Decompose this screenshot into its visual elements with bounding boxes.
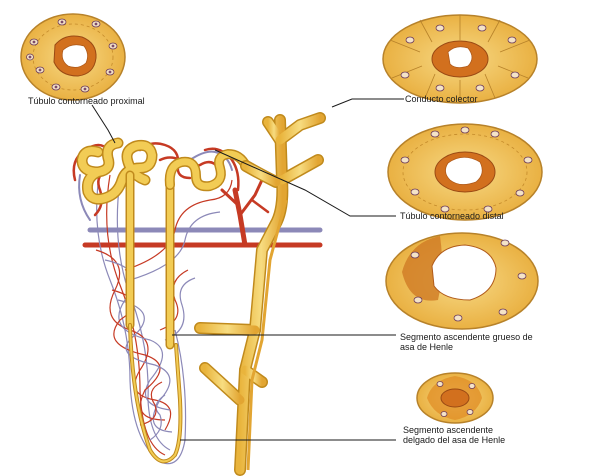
- cross-section-thin-ascending: [417, 373, 493, 423]
- cross-section-collector: [383, 15, 537, 103]
- label-thick-ascending-limb: Segmento ascendente grueso de asa de Hen…: [400, 332, 600, 352]
- cross-section-distal: [388, 124, 542, 220]
- cross-section-thick-ascending: [386, 233, 538, 329]
- cross-section-proximal: [21, 14, 125, 100]
- label-proximal-convoluted-tubule: Túbulo contorneado proximal: [28, 96, 145, 106]
- label-collecting-duct: Conducto colector: [405, 94, 478, 104]
- nephron-vessels-and-tubules: [74, 118, 320, 470]
- label-thin-ascending-limb: Segmento ascendente delgado del asa de H…: [403, 425, 603, 445]
- label-distal-convoluted-tubule: Túbulo contorneado distal: [400, 211, 504, 221]
